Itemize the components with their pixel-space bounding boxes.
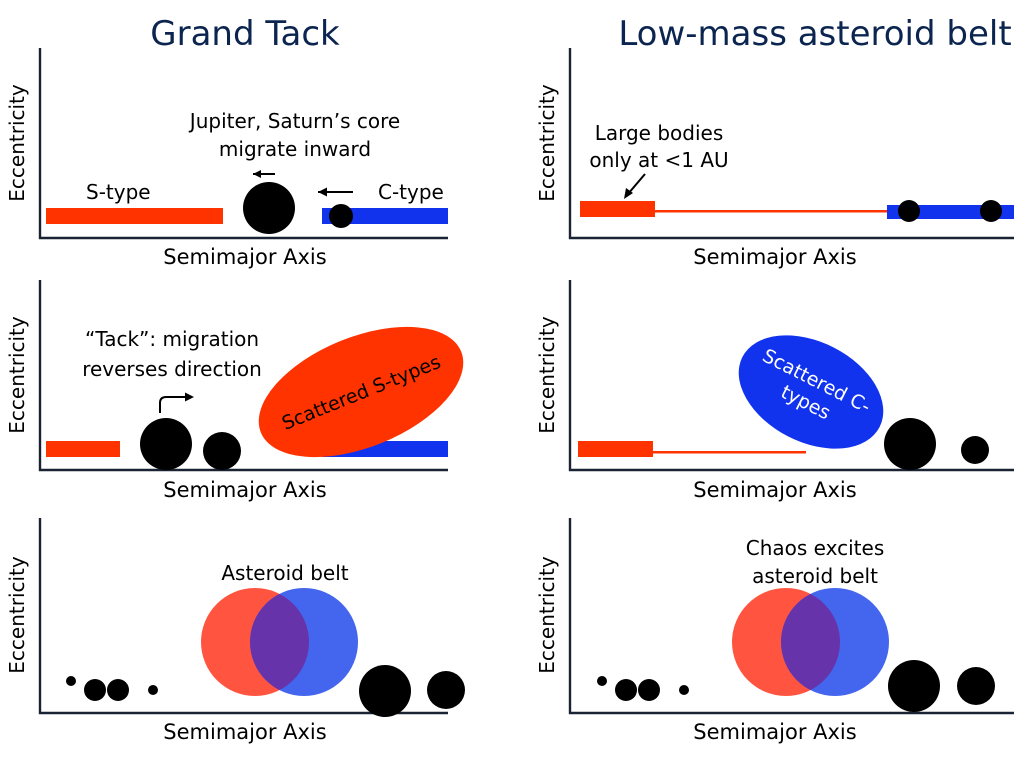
axes-lm2: [568, 280, 1014, 472]
title-low-mass-belt: Low-mass asteroid belt: [618, 14, 1011, 54]
arrow-down-left-icon: [624, 173, 646, 199]
low-mass-s-region-lm2: [653, 451, 806, 454]
s-type-band-remnant: [46, 441, 120, 457]
saturn-core: [329, 204, 353, 228]
y-axis-label-gt1: Eccentricity: [5, 84, 29, 202]
jupiter-core-lm1: [898, 200, 920, 222]
y-axis-label-lm3: Eccentricity: [535, 556, 559, 674]
embryo-1-lm3: [615, 679, 637, 701]
scattered-c-types-blob: [738, 335, 884, 449]
embryo-small-2-lm3: [679, 685, 689, 695]
embryo-small-1-lm3: [597, 676, 607, 686]
y-axis-label-lm1: Eccentricity: [535, 84, 559, 202]
panel-grand-tack-3: Eccentricity Semimajor Axis Asteroid bel…: [5, 518, 465, 744]
arrow-left-icon-saturn: [318, 187, 353, 197]
jupiter-planet-lm2: [884, 418, 936, 470]
jupiter-planet-lm3: [888, 660, 940, 712]
low-mass-s-region: [655, 210, 887, 213]
x-axis-label-gt1: Semimajor Axis: [163, 245, 326, 269]
embryo-1: [84, 679, 106, 701]
large-bodies-note-line-2: only at <1 AU: [589, 148, 728, 172]
arrow-left-icon-jupiter: [253, 170, 275, 178]
embryo-2: [107, 679, 129, 701]
mixed-population-overlap-lm3: [781, 588, 840, 696]
saturn-planet-lm3: [957, 667, 995, 705]
mixed-population-overlap: [250, 588, 309, 696]
y-axis-label-gt3: Eccentricity: [5, 556, 29, 674]
c-type-band: [322, 208, 448, 224]
jupiter-planet-gt3: [359, 665, 411, 717]
y-axis-label-lm2: Eccentricity: [535, 316, 559, 434]
x-axis-label-lm3: Semimajor Axis: [693, 720, 856, 744]
tack-note-line-2: reverses direction: [82, 357, 262, 381]
axes-lm1: [568, 48, 1014, 240]
migration-note-line-2: migrate inward: [219, 137, 371, 161]
scattered-s-types-blob: [258, 326, 464, 458]
axes-gt2: [38, 280, 448, 472]
panel-low-mass-3: Eccentricity Semimajor Axis Chaos excite…: [535, 518, 1014, 744]
x-axis-label-gt3: Semimajor Axis: [163, 720, 326, 744]
jupiter-planet-gt2: [140, 418, 192, 470]
y-axis-label-gt2: Eccentricity: [5, 316, 29, 434]
saturn-planet-gt3: [427, 671, 465, 709]
saturn-planet-gt2: [203, 432, 241, 470]
axes-lm3: [568, 518, 1014, 715]
asteroid-belt-label: Asteroid belt: [221, 561, 348, 585]
axes-gt1: [38, 48, 448, 240]
chaos-note-line-1: Chaos excites: [746, 536, 884, 560]
axes-gt3: [38, 518, 448, 715]
s-type-band: [46, 208, 223, 224]
panel-low-mass-1: Eccentricity Semimajor Axis Large bodies…: [535, 48, 1014, 269]
panel-grand-tack-1: Eccentricity Semimajor Axis S-type C-typ…: [5, 48, 448, 269]
jupiter-planet: [243, 182, 295, 234]
tack-note-line-1: “Tack”: migration: [85, 327, 259, 351]
panel-grand-tack-2: Eccentricity Semimajor Axis “Tack”: migr…: [5, 280, 464, 502]
migration-note-line-1: Jupiter, Saturn’s core: [188, 109, 400, 133]
embryo-2-lm3: [638, 679, 660, 701]
chaos-note-line-2: asteroid belt: [752, 564, 878, 588]
panel-low-mass-2: Eccentricity Semimajor Axis Scattered C-…: [535, 280, 1014, 502]
title-grand-tack: Grand Tack: [150, 14, 340, 54]
saturn-core-lm1: [980, 200, 1002, 222]
x-axis-label-gt2: Semimajor Axis: [163, 478, 326, 502]
large-bodies-band-lm2: [578, 441, 653, 457]
large-bodies-band: [580, 201, 655, 217]
large-bodies-note-line-1: Large bodies: [595, 121, 724, 145]
x-axis-label-lm2: Semimajor Axis: [693, 478, 856, 502]
saturn-planet-lm2: [961, 436, 989, 464]
embryo-small-2: [148, 685, 158, 695]
s-type-label: S-type: [86, 180, 151, 204]
x-axis-label-lm1: Semimajor Axis: [693, 245, 856, 269]
c-type-label: C-type: [378, 180, 444, 204]
embryo-small-1: [66, 676, 76, 686]
u-turn-arrow-icon: [159, 392, 194, 413]
